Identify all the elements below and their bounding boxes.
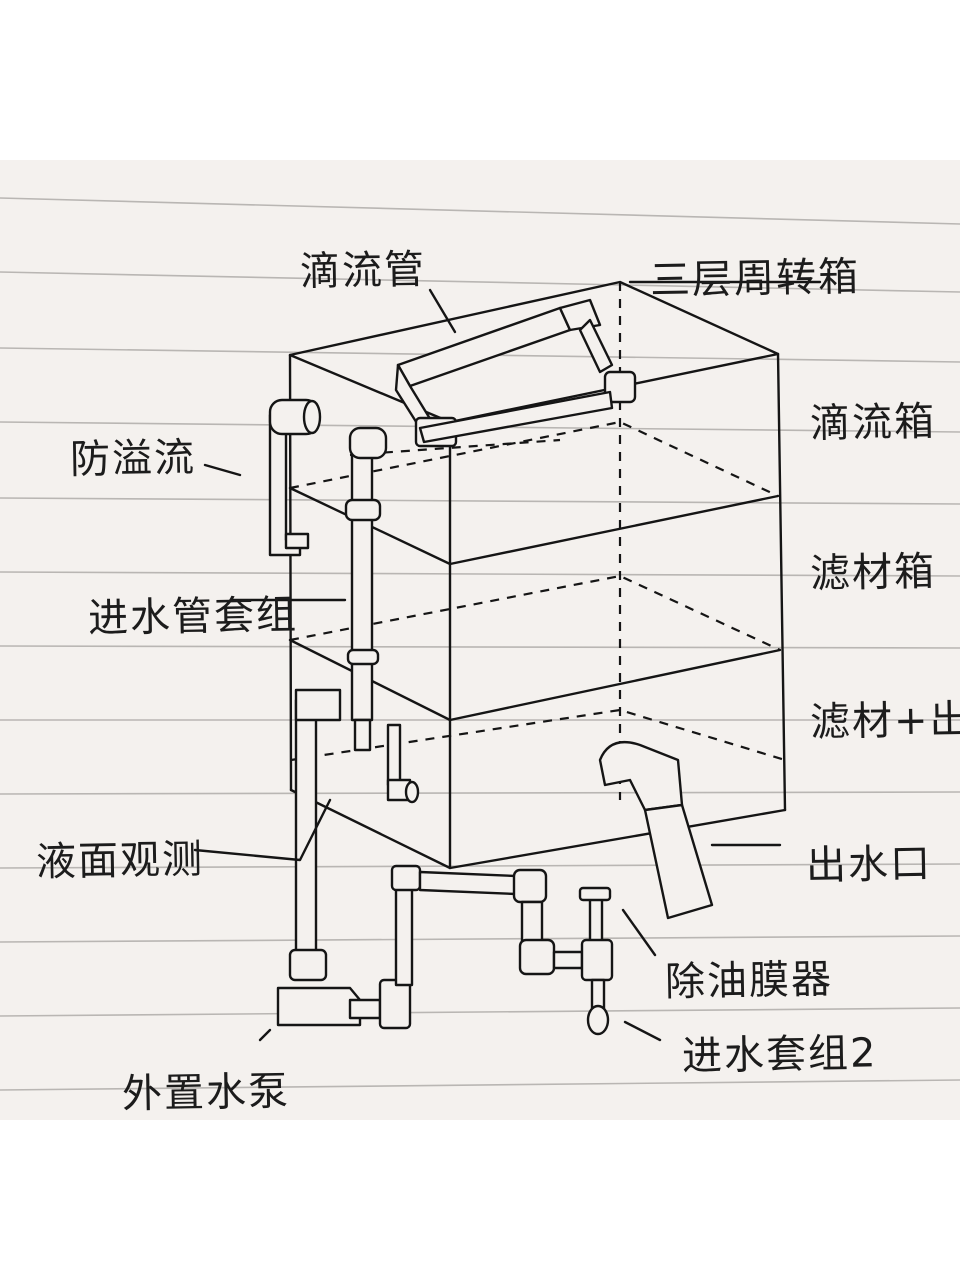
- label-skimmer: 除油膜器: [664, 956, 834, 1006]
- inlet-pipe-kit: [344, 426, 388, 752]
- label-overflow-guard: 防溢流: [69, 434, 197, 484]
- label-inlet-pipe-kit: 进水管套组: [87, 592, 299, 642]
- outlet-pipe-network: [390, 864, 584, 987]
- label-media-box: 滤材箱: [809, 548, 937, 598]
- pump-riser-pipe: [288, 688, 342, 982]
- notebook-page: 滴流管 三层周转箱 滴流箱 防溢流 滤材箱 进水管套组 滤材+出水 液面观测 出…: [0, 160, 960, 1120]
- label-drip-box: 滴流箱: [809, 398, 937, 448]
- outlet-elbow: [598, 740, 714, 920]
- diagram-drawing: [0, 197, 960, 1091]
- pointer-lines: [193, 280, 822, 1042]
- ruled-lines: [0, 197, 960, 1091]
- external-pump: [276, 978, 412, 1030]
- drip-pipe: [394, 298, 637, 448]
- label-outlet: 出水口: [805, 840, 933, 890]
- label-level-watch: 液面观测: [35, 836, 205, 886]
- level-observation-tube: [386, 723, 420, 804]
- label-drip-pipe: 滴流管: [299, 246, 427, 296]
- label-external-pump: 外置水泵: [121, 1068, 291, 1118]
- overflow-guard-pipe: [268, 398, 322, 557]
- label-three-layer-box: 三层周转箱: [649, 254, 861, 304]
- label-inlet-kit-2: 进水套组2: [681, 1030, 878, 1080]
- skimmer: [578, 886, 614, 1036]
- label-media-water: 滤材+出水: [809, 696, 960, 746]
